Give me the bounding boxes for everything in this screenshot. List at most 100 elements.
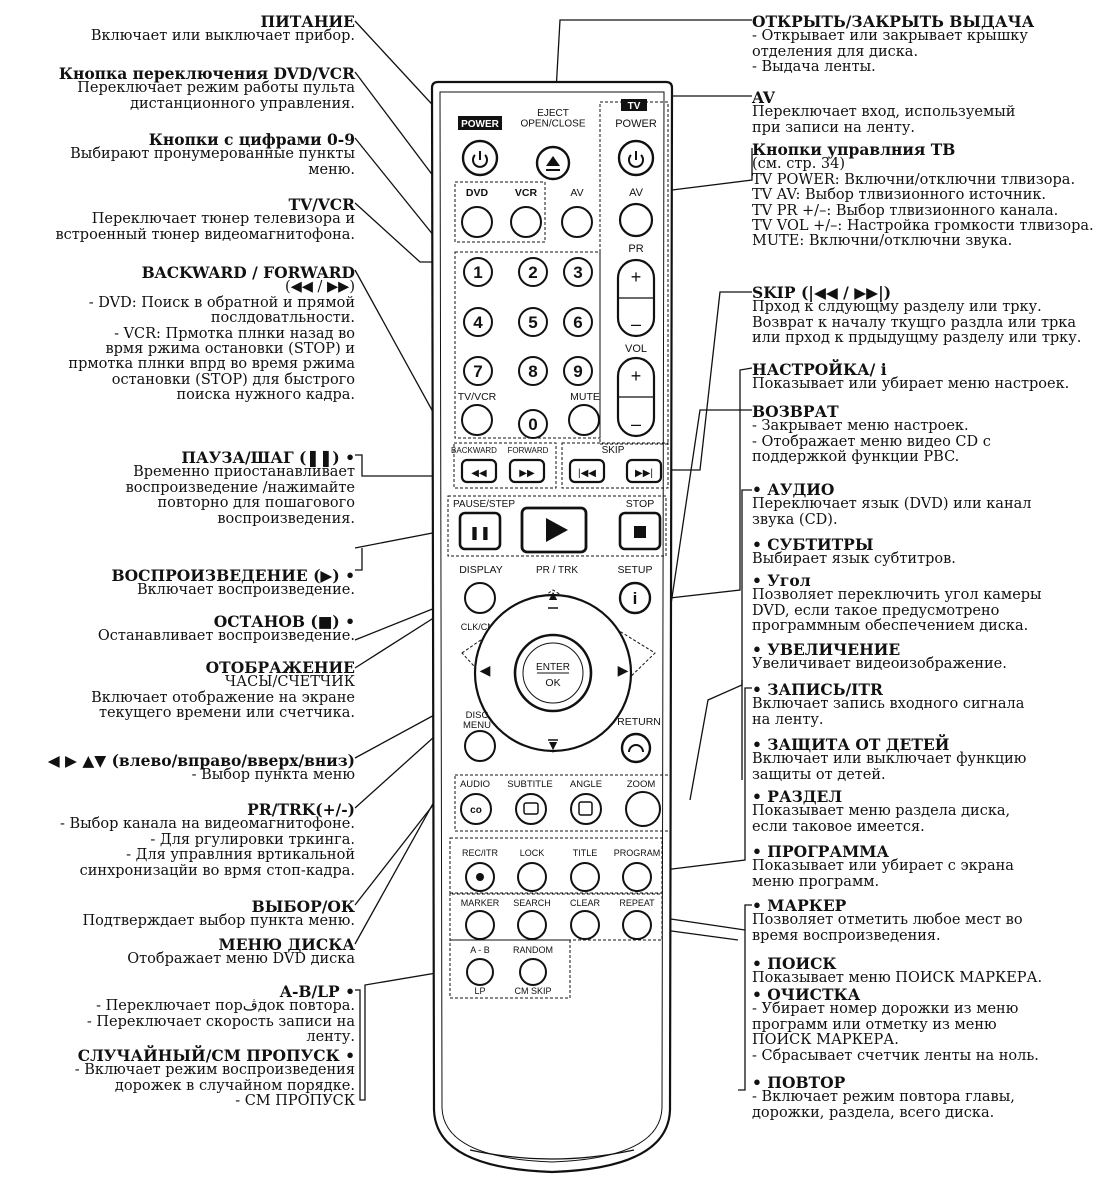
digit-label: 5 [528,313,537,332]
enter-inner [522,642,584,704]
skip-prev-icon: |◀◀ [578,468,596,479]
label-title: • ЗАЩИТА ОТ ДЕТЕЙ [752,735,950,754]
program-button [622,862,652,892]
remote-bottom-curve [469,1149,635,1160]
label-title: • СУБТИТРЫ [752,535,874,554]
title-button [570,862,600,892]
label-line: - Для управлния вртикальной [126,847,355,864]
clear-button [570,910,600,940]
subtitle-icon [523,802,539,815]
skip-next-button [625,458,663,484]
prtrk-label: PR / TRK [536,565,578,576]
power-icon [628,154,644,168]
setup-label: SETUP [617,564,652,576]
av-label: AV [570,187,583,199]
tvvcr-button [461,404,493,436]
label-line: воспроизведения. [217,510,355,527]
label-title: ВЫБОР/ОК [251,897,355,916]
label-line: ЧАСЫ/СЧЕТЧИК [224,674,355,691]
mute-label: MUTE [570,391,600,403]
digit-button-5 [518,307,548,337]
label-line: - Закрывает меню настроек. [752,418,969,435]
label-line: MUTE: Включни/отключни звука. [752,233,1013,250]
label-line: программ или отметку из меню [752,1016,997,1033]
digit-button-0 [518,409,548,439]
random-label: RANDOM [513,945,553,955]
setup-icon: i [633,589,638,608]
left-label: ПАУЗА/ШАГ (❚❚) •Временно приостанавливае… [126,450,355,527]
label-line: повторно для пошагового [157,495,355,512]
digit-label: 1 [473,263,482,282]
digit-label: 0 [528,415,537,434]
label-title: ОТОБРАЖЕНИЕ [205,658,355,677]
tv-av-button [618,202,654,238]
remote-inner-edge [439,91,665,1163]
label-line: если таковое имеется. [752,818,925,835]
label-line: - Отображает меню видео CD с [752,433,991,450]
skip-prev-button [568,458,606,484]
label-title: TV/VCR [288,195,355,214]
pr-plus: + [631,267,642,287]
leader-line-23 [663,687,752,871]
program-label: PROGRAM [614,848,661,858]
tvvcr-label: TV/VCR [458,391,497,403]
label-line: Переключает режим работы пульта [77,80,355,97]
label-line: Позволяет переключить угол камеры [752,587,1042,604]
right-label: Кнопки управлния ТВ(см. стр. 34)TV POWER… [752,142,1094,250]
label-line: Выбирают пронумерованные пункты [70,146,355,163]
label-line: Включает или выключает прибор. [90,28,355,45]
digit-button-9 [563,356,593,386]
pause-icon: ❚❚ [469,525,491,541]
label-line: - Выдача ленты. [752,59,876,76]
label-title: Кнопка переключения DVD/VCR [58,64,355,83]
left-label: PR/TRK(+/-)- Выбор канала на видеомагнит… [60,802,355,879]
pause-label: PAUSE/STEP [453,499,515,510]
search-button [517,910,547,940]
digit-button-6 [563,307,593,337]
label-line: - Для ргулировки тркинга. [150,831,355,848]
label-title: • ПРОГРАММА [752,842,890,861]
leader-line-18 [670,291,752,471]
label-line: - DVD: Поиск в обратной и прямой [88,294,355,311]
left-label: ◀ ▶ ▲▼ (влево/вправо/вверх/вниз)- Выбор … [48,753,355,784]
label-title: ОТКРЫТЬ/ЗАКРЫТЬ ВЫДАЧА [752,12,1035,31]
pause-button [458,511,502,551]
disc-menu-label: MENU [463,720,491,731]
label-line: Показывает меню ПОИСК МАРКЕРА. [752,970,1043,987]
label-line: Отображает меню DVD диска [127,951,355,968]
label-line: послдоватльности. [210,310,355,327]
label-title: Кнопки с цифрами 0-9 [148,130,355,149]
label-line: - Включает режим повтора главы, [752,1089,1015,1106]
label-line: - Выбор пункта меню [191,767,355,784]
label-line: звука (CD). [752,511,838,528]
search-label: SEARCH [513,898,551,908]
lock-button [517,862,547,892]
clear-label: CLEAR [570,898,601,908]
label-line: на ленту. [752,711,824,728]
label-line: Переключает тюнер телевизора и [91,211,355,228]
left-label: ВОСПРОИЗВЕДЕНИЕ (▶) •Включает воспроизве… [112,568,355,599]
rec-group-box [449,837,663,895]
label-line: прмотка плнки впрд во время ржима [68,356,355,373]
label-line: Переключает язык (DVD) или канал [752,496,1032,513]
backward-label: BACKWARD [451,446,497,455]
power-icon [472,154,488,168]
repeat-button [622,910,652,940]
label-title: • Угол [752,571,811,590]
label-title: SKIP (|◀◀ / ▶▶|) [752,283,892,302]
backward-button [460,458,498,484]
leader-line-19 [651,367,753,601]
skip-label: SKIP [602,445,625,456]
label-line: меню. [308,161,355,178]
label-line: Включает запись входного сигнала [752,696,1025,713]
angle-button [570,793,602,825]
fwd-group-box [453,442,557,489]
forward-icon: ▶▶ [519,468,535,479]
